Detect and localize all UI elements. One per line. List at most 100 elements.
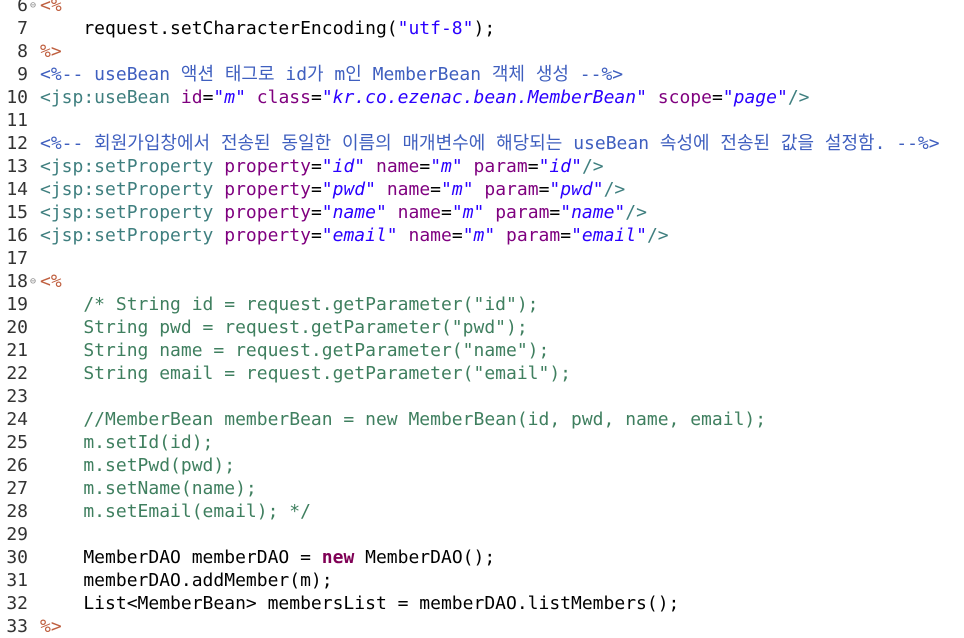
- code-text: request.setCharacterEncoding("utf-8");: [40, 17, 495, 40]
- code-token: />: [625, 202, 647, 223]
- code-line[interactable]: 23: [0, 385, 964, 408]
- line-number: 8: [17, 41, 28, 62]
- code-line[interactable]: 7 request.setCharacterEncoding("utf-8");: [0, 17, 964, 40]
- code-token: "name": [560, 202, 626, 223]
- line-number: 27: [6, 478, 28, 499]
- code-line[interactable]: 33%>: [0, 615, 964, 638]
- code-token: "email": [321, 225, 398, 246]
- fold-collapse-icon[interactable]: ⊖: [29, 276, 37, 287]
- line-number: 10: [6, 87, 28, 108]
- code-token: "email": [571, 225, 647, 246]
- code-line[interactable]: 14<jsp:setProperty property="pwd" name="…: [0, 178, 964, 201]
- fold-collapse-icon[interactable]: ⊖: [29, 0, 37, 11]
- code-token: "id": [538, 156, 582, 177]
- code-line[interactable]: 16<jsp:setProperty property="email" name…: [0, 224, 964, 247]
- code-line[interactable]: 20 String pwd = request.getParameter("pw…: [0, 316, 964, 339]
- code-token: property: [224, 156, 311, 177]
- code-line[interactable]: 18⊖<%: [0, 270, 964, 293]
- code-token: [213, 179, 224, 200]
- line-number: 7: [17, 18, 28, 39]
- code-line[interactable]: 28 m.setEmail(email); */: [0, 500, 964, 523]
- code-token: [213, 225, 224, 246]
- code-text: m.setPwd(pwd);: [40, 454, 235, 477]
- code-token: [376, 179, 387, 200]
- line-number: 25: [6, 432, 28, 453]
- code-token: name: [386, 179, 431, 200]
- code-line[interactable]: 31 memberDAO.addMember(m);: [0, 569, 964, 592]
- code-token: memberDAO.addMember(m);: [40, 570, 333, 591]
- code-token: param: [495, 202, 550, 223]
- code-line[interactable]: 26 m.setPwd(pwd);: [0, 454, 964, 477]
- line-number: 13: [6, 156, 28, 177]
- line-number: 31: [6, 570, 28, 591]
- code-token: "id": [321, 156, 366, 177]
- code-line[interactable]: 9<%-- useBean 액션 태그로 id가 m인 MemberBean 객…: [0, 63, 964, 86]
- code-text: m.setName(name);: [40, 477, 257, 500]
- code-token: =: [419, 156, 431, 177]
- code-text: String email = request.getParameter("ema…: [40, 362, 571, 385]
- code-token: =: [310, 179, 322, 200]
- code-token: //MemberBean memberBean = new MemberBean…: [40, 409, 767, 430]
- code-token: property: [224, 179, 311, 200]
- code-line[interactable]: 21 String name = request.getParameter("n…: [0, 339, 964, 362]
- code-token: [398, 225, 409, 246]
- code-token: =: [560, 225, 572, 246]
- code-token: class: [256, 87, 311, 108]
- code-text: m.setEmail(email); */: [40, 500, 311, 523]
- code-line[interactable]: 24 //MemberBean memberBean = new MemberB…: [0, 408, 964, 431]
- line-number: 21: [6, 340, 28, 361]
- code-text: List<MemberBean> membersList = memberDAO…: [40, 592, 679, 615]
- code-token: <jsp:setProperty: [40, 225, 214, 246]
- line-number: 30: [6, 547, 28, 568]
- line-number: 20: [6, 317, 28, 338]
- code-text: <%: [40, 270, 62, 293]
- code-token: <jsp:setProperty: [40, 179, 214, 200]
- code-token: =: [310, 225, 322, 246]
- code-token: );: [473, 18, 496, 39]
- code-line[interactable]: 8 %>: [0, 40, 964, 63]
- code-token: new: [321, 547, 355, 568]
- code-text: <jsp:setProperty property="id" name="m" …: [40, 155, 604, 178]
- code-token: List<MemberBean> membersList = memberDAO…: [40, 593, 680, 614]
- code-token: property: [224, 225, 311, 246]
- code-line[interactable]: 22 String email = request.getParameter("…: [0, 362, 964, 385]
- code-line[interactable]: 27 m.setName(name);: [0, 477, 964, 500]
- code-line[interactable]: 30 MemberDAO memberDAO = new MemberDAO()…: [0, 546, 964, 569]
- code-text: //MemberBean memberBean = new MemberBean…: [40, 408, 766, 431]
- code-text: <jsp:setProperty property="email" name="…: [40, 224, 669, 247]
- code-token: =: [538, 179, 550, 200]
- code-token: name: [397, 202, 442, 223]
- code-token: String email = request.getParameter("ema…: [40, 363, 572, 384]
- code-line[interactable]: 25 m.setId(id);: [0, 431, 964, 454]
- line-number: 17: [6, 248, 28, 269]
- code-token: "m": [213, 87, 246, 108]
- code-line[interactable]: 15<jsp:setProperty property="name" name=…: [0, 201, 964, 224]
- line-number: 15: [6, 202, 28, 223]
- code-token: MemberDAO();: [354, 547, 496, 568]
- code-token: <%: [40, 271, 62, 292]
- code-token: =: [310, 87, 322, 108]
- code-token: [246, 87, 257, 108]
- code-line[interactable]: 6⊖<%: [0, 0, 964, 17]
- code-token: [387, 202, 398, 223]
- code-token: "kr.co.ezenac.bean.MemberBean": [321, 87, 647, 108]
- code-token: m.setName(name);: [40, 478, 257, 499]
- code-token: %>: [40, 616, 62, 637]
- code-line[interactable]: 17: [0, 247, 964, 270]
- code-line[interactable]: 11: [0, 109, 964, 132]
- code-text: /* String id = request.getParameter("id"…: [40, 293, 538, 316]
- code-line[interactable]: 10<jsp:useBean id="m" class="kr.co.ezena…: [0, 86, 964, 109]
- line-number: 23: [6, 386, 28, 407]
- code-text: %>: [40, 615, 62, 638]
- code-token: "page": [722, 87, 788, 108]
- code-line[interactable]: 13<jsp:setProperty property="id" name="m…: [0, 155, 964, 178]
- code-line[interactable]: 32 List<MemberBean> membersList = member…: [0, 592, 964, 615]
- code-line[interactable]: 19 /* String id = request.getParameter("…: [0, 293, 964, 316]
- code-token: [474, 179, 485, 200]
- code-token: =: [202, 87, 214, 108]
- code-line[interactable]: 12<%-- 회원가입창에서 전송된 동일한 이름의 매개변수에 해당되는 us…: [0, 132, 964, 155]
- code-line[interactable]: 29: [0, 523, 964, 546]
- code-token: property: [224, 202, 311, 223]
- code-token: %>: [40, 41, 62, 62]
